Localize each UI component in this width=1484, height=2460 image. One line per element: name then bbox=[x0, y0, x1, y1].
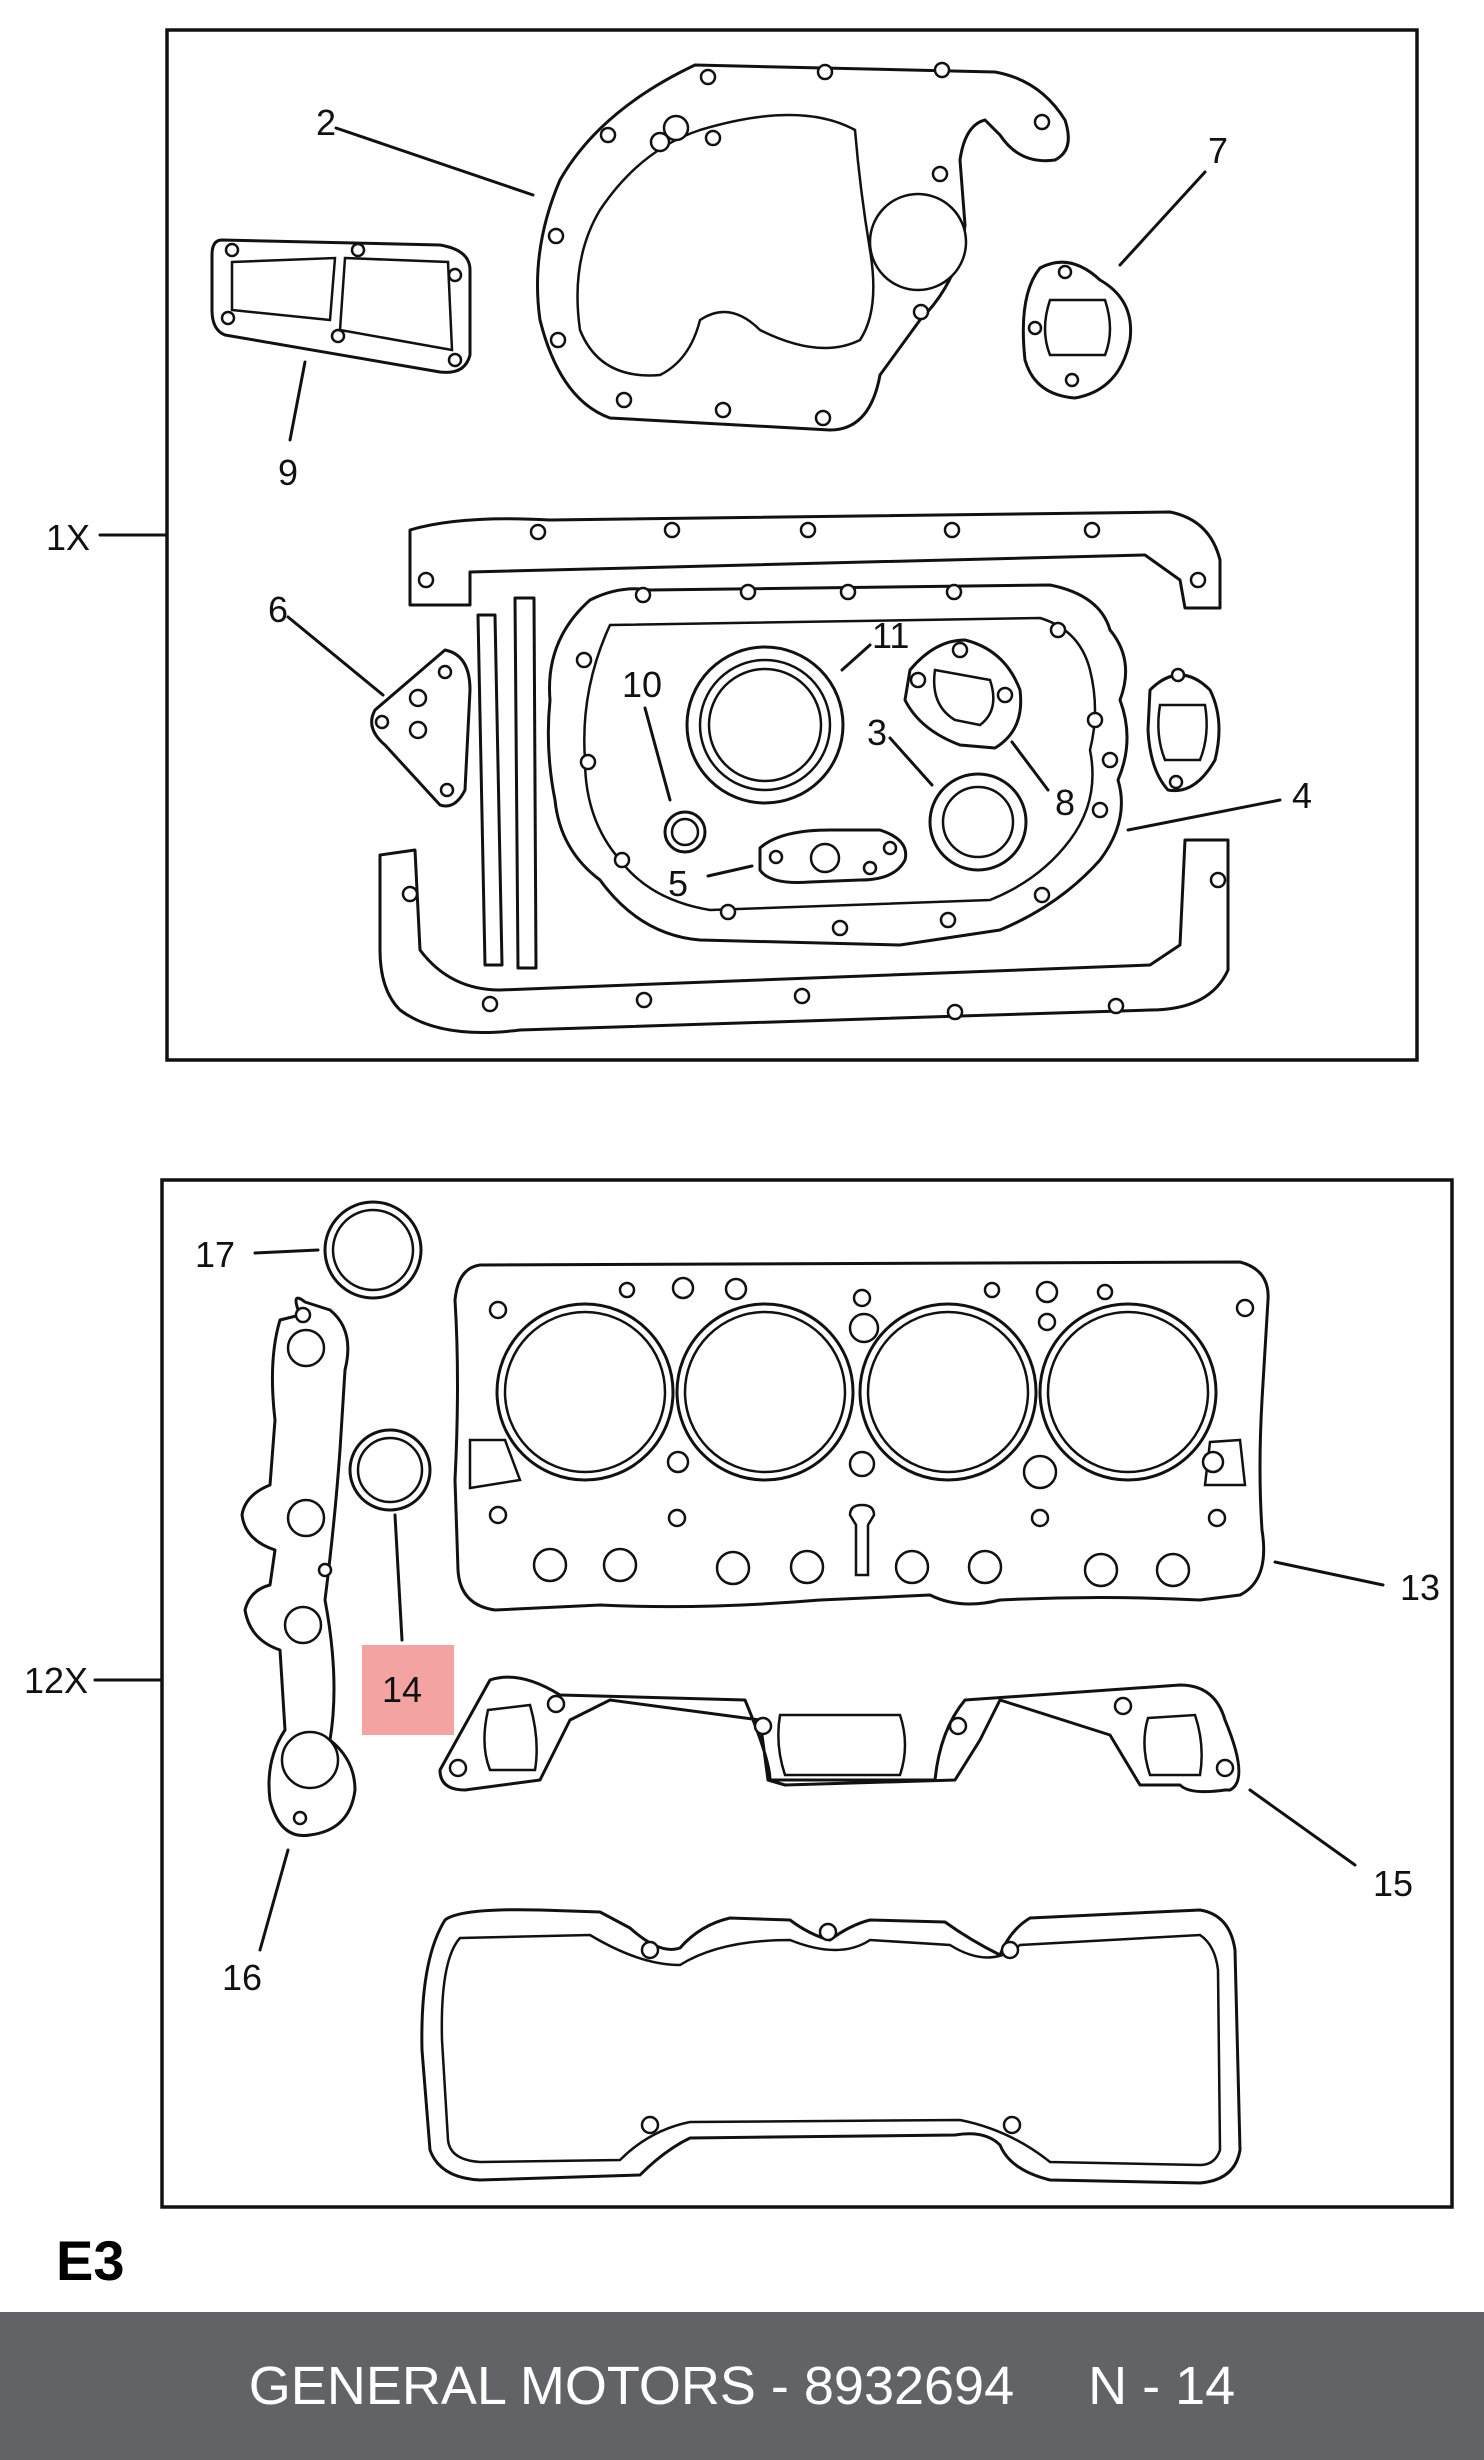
upper-set-frame bbox=[165, 28, 1419, 1062]
part-8-label: 8 bbox=[1055, 782, 1075, 823]
part-17-label: 17 bbox=[195, 1234, 235, 1275]
part-4-oil-pan-gasket bbox=[546, 583, 1129, 947]
part-4-label: 4 bbox=[1292, 775, 1312, 816]
part-8-pump-gasket bbox=[903, 638, 1023, 750]
part-17-seal-ring bbox=[323, 1200, 423, 1300]
part-10-label: 10 bbox=[622, 664, 662, 705]
part-6-small-gasket bbox=[370, 648, 472, 808]
rubber-seal-strip-left bbox=[476, 613, 504, 967]
part-6-leader bbox=[286, 615, 385, 697]
upper-set-label: 1X bbox=[46, 517, 90, 558]
part-3-leader bbox=[888, 736, 934, 787]
footer-position: N - 14 bbox=[1088, 2356, 1236, 2416]
part-14-leader bbox=[393, 1513, 404, 1642]
side-cover-gasket-right bbox=[1146, 667, 1221, 793]
part-11-leader bbox=[840, 643, 872, 672]
part-16-manifold-gasket bbox=[240, 1296, 357, 1838]
lower-set-label: 12X bbox=[24, 1660, 88, 1701]
part-16-leader bbox=[258, 1848, 290, 1952]
part-10-small-seal bbox=[663, 810, 707, 854]
valve-cover-gasket bbox=[420, 1908, 1242, 2185]
exploded-parts-diagram: 1X 2 9 bbox=[24, 28, 1454, 2292]
part-2-timing-cover-gasket bbox=[536, 61, 1070, 432]
rubber-seal-strip-right bbox=[513, 596, 538, 970]
part-14-seal-ring bbox=[348, 1428, 432, 1512]
part-2-leader bbox=[334, 126, 535, 197]
part-5-flange-gasket bbox=[758, 828, 908, 884]
footer-brand: GENERAL MOTORS bbox=[248, 2356, 756, 2416]
part-6-label: 6 bbox=[268, 589, 288, 630]
part-13-leader bbox=[1273, 1560, 1385, 1587]
part-14-label: 14 bbox=[382, 1669, 422, 1710]
footer-separator: - bbox=[755, 2356, 804, 2416]
part-7-flange-gasket bbox=[1021, 260, 1133, 400]
part-5-leader bbox=[706, 864, 754, 878]
part-10-leader bbox=[643, 706, 672, 802]
part-13-cylinder-head-gasket bbox=[453, 1260, 1270, 1612]
part-16-label: 16 bbox=[222, 1957, 262, 1998]
part-3-label: 3 bbox=[867, 712, 887, 753]
part-9-label: 9 bbox=[278, 452, 298, 493]
part-7-leader bbox=[1118, 170, 1207, 267]
part-7-label: 7 bbox=[1208, 130, 1228, 171]
part-9-cover-gasket bbox=[210, 238, 472, 374]
part-14-highlight bbox=[362, 1645, 454, 1735]
lower-set-frame bbox=[160, 1178, 1454, 2209]
oil-pan-rail-gasket-bottom bbox=[378, 838, 1230, 1034]
footer-bar: GENERAL MOTORS - 8932694 N - 14 bbox=[0, 2312, 1484, 2460]
section-code: E3 bbox=[56, 2229, 125, 2292]
part-3-round-gasket bbox=[928, 772, 1028, 872]
part-11-crankshaft-seal bbox=[685, 645, 845, 805]
part-15-leader bbox=[1248, 1788, 1357, 1867]
part-17-leader bbox=[253, 1248, 320, 1255]
footer-part-number: 8932694 bbox=[803, 2356, 1015, 2416]
part-15-label: 15 bbox=[1373, 1863, 1413, 1904]
part-15-intake-gasket bbox=[438, 1675, 1241, 1794]
part-8-leader bbox=[1010, 740, 1050, 792]
part-2-label: 2 bbox=[316, 102, 336, 143]
oil-pan-rail-gasket-top bbox=[408, 510, 1222, 610]
part-13-label: 13 bbox=[1400, 1567, 1440, 1608]
part-9-leader bbox=[288, 360, 307, 442]
part-5-label: 5 bbox=[668, 863, 688, 904]
part-11-label: 11 bbox=[872, 615, 909, 656]
part-4-leader bbox=[1126, 798, 1282, 832]
